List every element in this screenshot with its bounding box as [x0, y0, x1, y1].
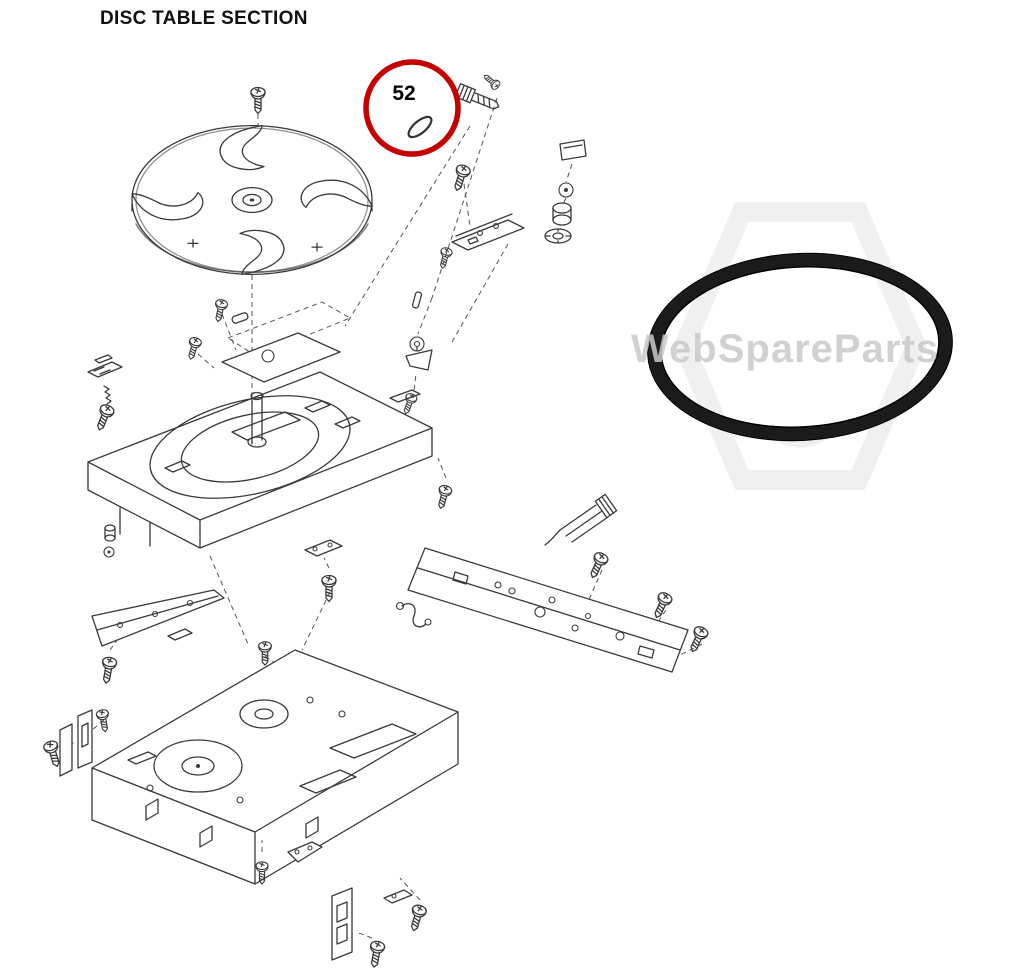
left-bracket-and-spring [87, 354, 123, 405]
watermark-text: WebSpareParts [631, 327, 939, 371]
screw-icon [250, 86, 266, 115]
screw-icon [211, 298, 229, 324]
screw-icon [449, 162, 473, 194]
screw-icon [258, 641, 272, 666]
screw-icon [98, 655, 118, 686]
under-tray-brackets [91, 539, 343, 647]
turntable-tray [87, 332, 433, 549]
screw-icon [321, 574, 337, 603]
assembly-guide-lines [59, 97, 703, 939]
screw-icon [585, 550, 611, 581]
screw-icon [255, 861, 269, 885]
rear-panel [395, 493, 689, 673]
screw-icon [92, 402, 117, 434]
screw-icons [41, 71, 711, 970]
screw-icon [649, 590, 675, 621]
screw-icon [406, 903, 429, 934]
spindle-pins-and-lever [103, 291, 433, 558]
chassis-base [59, 649, 459, 961]
callout-circle [363, 59, 461, 157]
disc-table-platter [131, 126, 373, 275]
screw-icon [399, 391, 419, 417]
screw-icon [184, 335, 203, 362]
screw-icon [366, 939, 386, 970]
drive-belt-image [647, 252, 953, 442]
clamper-bracket-assembly [451, 83, 587, 251]
screw-icon [433, 483, 454, 511]
callout-part-52-washer [407, 115, 433, 139]
page-title: DISC TABLE SECTION [100, 8, 308, 29]
screw-icon [480, 71, 502, 92]
callout-52: 52 [363, 59, 461, 157]
callout-part-number: 52 [392, 82, 415, 105]
screw-icon [436, 246, 454, 271]
